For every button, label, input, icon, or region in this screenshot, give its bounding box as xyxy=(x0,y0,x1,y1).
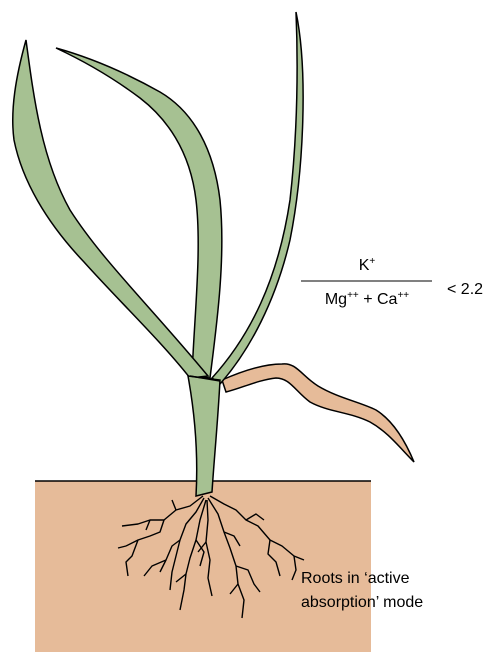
ratio-comparison: < 2.2 xyxy=(447,281,483,298)
ion-ratio: K+ Mg++ + Ca++ < 2.2 xyxy=(301,256,483,308)
denominator-mg-superscript: ++ xyxy=(347,290,359,301)
denominator-ca: Ca xyxy=(377,291,398,308)
denominator-ca-superscript: ++ xyxy=(397,290,409,301)
right-leaf xyxy=(212,12,303,384)
ratio-numerator: K+ xyxy=(359,256,376,274)
soil-block xyxy=(35,481,371,652)
ratio-denominator: Mg++ + Ca++ xyxy=(325,290,409,308)
wilted-leaf xyxy=(222,364,414,462)
arching-leaf xyxy=(56,48,222,378)
left-leaf xyxy=(13,40,208,378)
denominator-mg: Mg xyxy=(325,291,347,308)
roots-caption-line2: absorption’ mode xyxy=(301,594,423,611)
numerator-base: K xyxy=(359,257,370,274)
plant-stem xyxy=(188,376,220,496)
numerator-superscript: + xyxy=(369,256,375,267)
roots-caption-line1: Roots in ‘active xyxy=(301,570,410,587)
denominator-plus: + xyxy=(359,291,377,308)
